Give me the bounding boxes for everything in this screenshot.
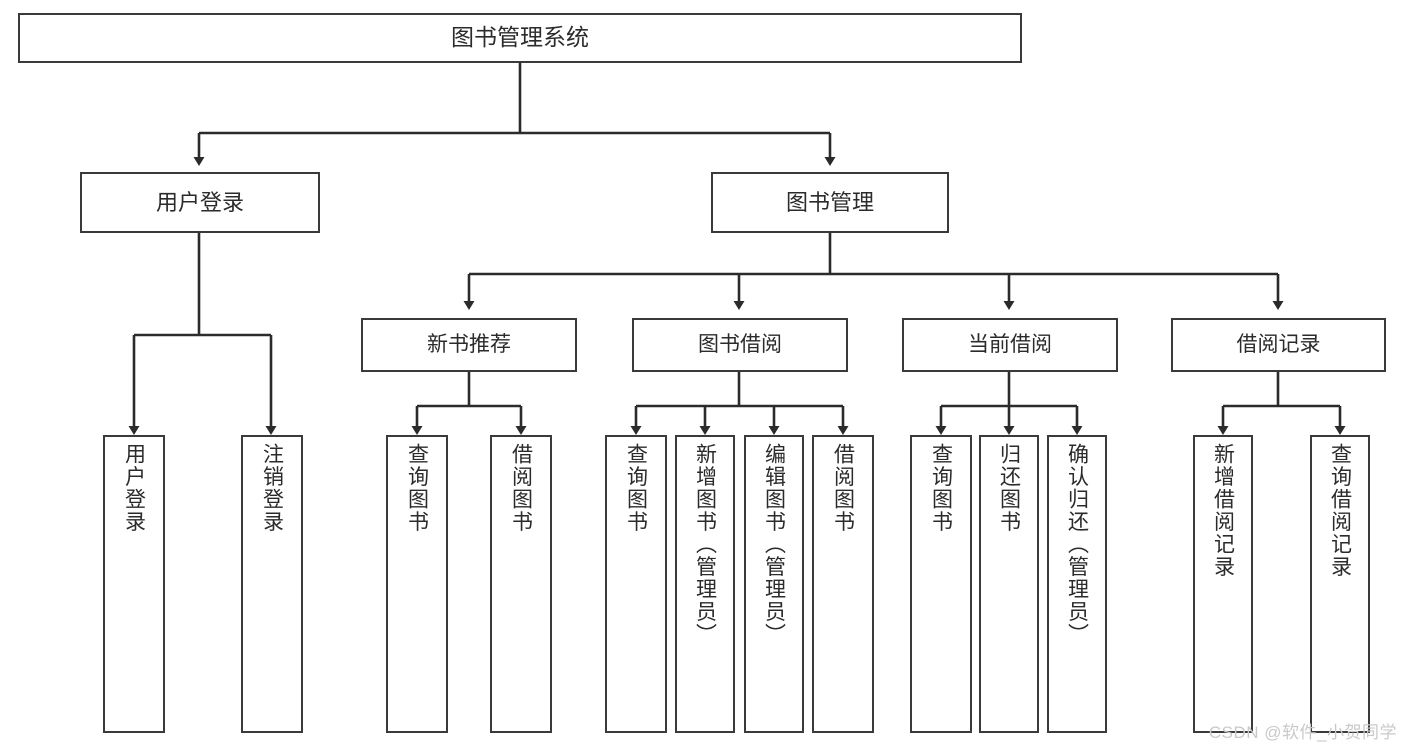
- node-current-borrow[interactable]: 当前借阅: [902, 318, 1118, 372]
- node-label: 编辑图书（管理员）: [762, 443, 786, 646]
- node-leaf-query-book-current[interactable]: 查询图书: [910, 435, 972, 733]
- node-label: 查询图书: [405, 443, 429, 533]
- node-label: 图书管理: [785, 189, 874, 215]
- node-leaf-query-book-borrow[interactable]: 查询图书: [605, 435, 667, 733]
- node-leaf-edit-book-admin[interactable]: 编辑图书（管理员）: [744, 435, 804, 733]
- node-label: 借阅图书: [831, 443, 855, 533]
- node-leaf-confirm-return-admin[interactable]: 确认归还（管理员）: [1047, 435, 1107, 733]
- csdn-watermark: CSDN @软件_小贺同学: [1208, 723, 1397, 742]
- node-borrow-record[interactable]: 借阅记录: [1171, 318, 1386, 372]
- node-book-management[interactable]: 图书管理: [711, 172, 949, 233]
- node-leaf-add-book-admin[interactable]: 新增图书（管理员）: [675, 435, 735, 733]
- node-label: 查询借阅记录: [1328, 443, 1352, 578]
- node-book-borrow[interactable]: 图书借阅: [632, 318, 848, 372]
- node-label: 新增图书（管理员）: [693, 443, 717, 646]
- node-label: 当前借阅: [968, 332, 1052, 356]
- node-label: 归还图书: [997, 443, 1021, 533]
- node-label: 新增借阅记录: [1211, 443, 1235, 578]
- node-label: 查询图书: [929, 443, 953, 533]
- node-label: 图书管理系统: [451, 24, 589, 51]
- node-label: 查询图书: [624, 443, 648, 533]
- node-leaf-query-borrow-record[interactable]: 查询借阅记录: [1310, 435, 1370, 733]
- node-label: 借阅记录: [1236, 332, 1321, 356]
- node-label: 图书借阅: [698, 332, 782, 356]
- node-label: 确认归还（管理员）: [1065, 443, 1089, 646]
- node-root-book-management-system[interactable]: 图书管理系统: [18, 13, 1022, 63]
- node-leaf-borrow-book-newbook[interactable]: 借阅图书: [490, 435, 552, 733]
- node-label: 新书推荐: [427, 332, 511, 356]
- node-label: 注销登录: [260, 443, 284, 533]
- node-leaf-borrow-book[interactable]: 借阅图书: [812, 435, 874, 733]
- node-leaf-user-login[interactable]: 用户登录: [103, 435, 165, 733]
- node-leaf-query-book-newbook[interactable]: 查询图书: [386, 435, 448, 733]
- node-label: 用户登录: [122, 443, 146, 533]
- node-new-book-recommend[interactable]: 新书推荐: [361, 318, 577, 372]
- node-leaf-add-borrow-record[interactable]: 新增借阅记录: [1193, 435, 1253, 733]
- node-leaf-logout-login[interactable]: 注销登录: [241, 435, 303, 733]
- node-leaf-return-book[interactable]: 归还图书: [979, 435, 1039, 733]
- node-user-login[interactable]: 用户登录: [80, 172, 320, 233]
- node-label: 用户登录: [155, 189, 244, 215]
- node-label: 借阅图书: [509, 443, 533, 533]
